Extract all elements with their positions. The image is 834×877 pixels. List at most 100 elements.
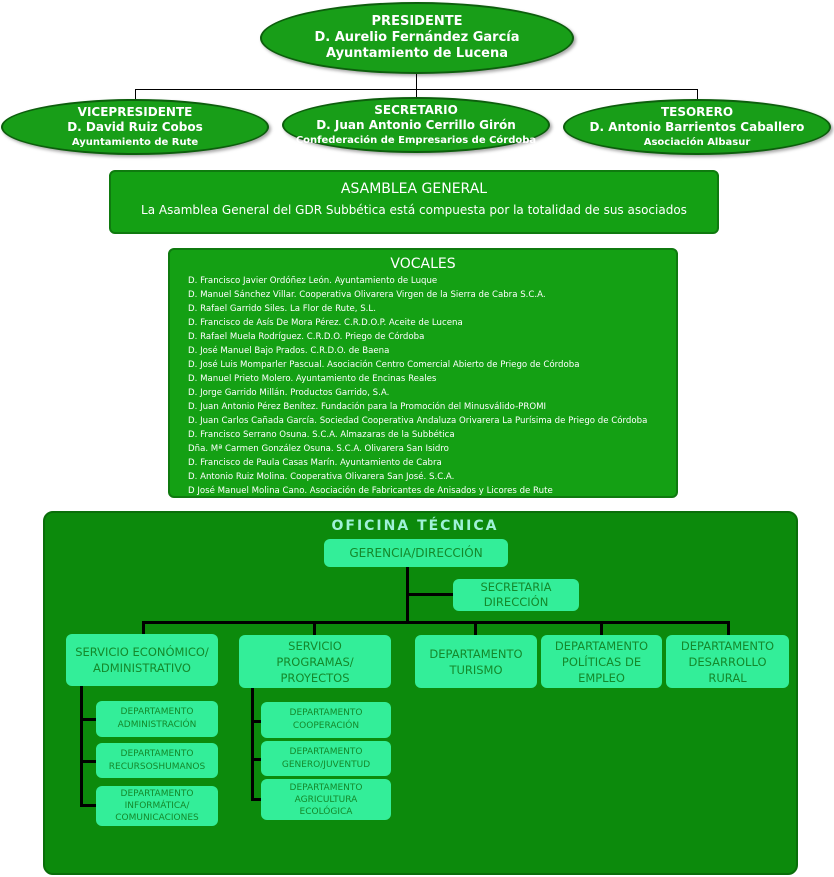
- dep-info-line1: DEPARTAMENTO: [120, 789, 194, 799]
- dep-admin-line2: ADMINISTRACIÓN: [117, 720, 197, 730]
- connector-prog: [313, 621, 316, 635]
- connector-turismo: [474, 621, 477, 635]
- dep-genero-line1: DEPARTAMENTO: [289, 746, 363, 757]
- connector-rrhh: [80, 760, 97, 763]
- connector-admin: [80, 718, 97, 721]
- president-node: PRESIDENTE D. Aurelio Fernández García A…: [260, 2, 574, 74]
- dep-info-box: DEPARTAMENTO INFORMÁTICA/ COMUNICACIONES: [96, 786, 218, 826]
- vicepresident-node: VICEPRESIDENTE D. David Ruiz Cobos Ayunt…: [1, 99, 269, 155]
- vocal-item: D. Rafael Muela Rodríguez. C.R.D.O. Prie…: [188, 332, 425, 342]
- connector-prog-sub: [251, 688, 254, 800]
- oficina-title: OFICINA TÉCNICA: [331, 518, 499, 534]
- gerencia-box: GERENCIA/DIRECCIÓN: [324, 539, 508, 567]
- dep-turismo-box: DEPARTAMENTO TURISMO: [415, 635, 537, 688]
- secretaria-box: SECRETARIA DIRECCIÓN: [453, 579, 579, 611]
- dep-empleo-box: DEPARTAMENTO POLÍTICAS DE EMPLEO: [541, 635, 662, 688]
- connector-genero: [251, 758, 262, 761]
- vocales-box: VOCALES D. Francisco Javier Ordóñez León…: [168, 248, 678, 498]
- servicio-programas-box: SERVICIO PROGRAMAS/ PROYECTOS: [239, 635, 391, 688]
- dep-rural-line3: RURAL: [708, 670, 747, 685]
- vocal-item: D. José Manuel Bajo Prados. C.R.D.O. de …: [188, 346, 390, 356]
- president-name: D. Aurelio Fernández García: [314, 29, 520, 45]
- dep-rural-line1: DEPARTAMENTO: [680, 638, 775, 653]
- dep-genero-line2: GENERO/JUVENTUD: [281, 759, 371, 770]
- servicio-economico-box: SERVICIO ECONÓMICO/ ADMINISTRATIVO: [66, 634, 218, 686]
- connector-services-horizontal: [142, 621, 729, 624]
- connector-tes: [697, 89, 698, 101]
- treasurer-role: TESORERO: [660, 104, 734, 119]
- vocal-item: D. José Luis Momparler Pascual. Asociaci…: [188, 360, 580, 370]
- secretaria-line2: DIRECCIÓN: [483, 595, 549, 609]
- connector-president: [416, 74, 417, 90]
- connector-agri: [251, 798, 262, 801]
- treasurer-org: Asociación Albasur: [643, 136, 751, 148]
- connector-gerencia-main: [406, 593, 409, 623]
- servicio-economico-line1: SERVICIO ECONÓMICO/: [75, 645, 209, 659]
- dep-turismo-line2: TURISMO: [449, 662, 503, 677]
- connector-vp: [135, 89, 136, 101]
- vocales-title: VOCALES: [390, 256, 456, 272]
- vocal-item: D. Antonio Ruiz Molina. Cooperativa Oliv…: [188, 472, 455, 482]
- vocal-item: Dña. Mª Carmen González Osuna. S.C.A. Ol…: [188, 444, 449, 454]
- gerencia-label: GERENCIA/DIRECCIÓN: [349, 546, 483, 560]
- dep-genero-box: DEPARTAMENTO GENERO/JUVENTUD: [261, 741, 391, 776]
- secretaria-line1: SECRETARIA: [480, 580, 552, 594]
- dep-admin-box: DEPARTAMENTO ADMINISTRACIÓN: [96, 701, 218, 737]
- secretary-org: Confederación de Empresarios de Córdoba: [295, 134, 537, 146]
- dep-agri-line2: AGRICULTURA: [294, 794, 358, 805]
- dep-agri-box: DEPARTAMENTO AGRICULTURA ECOLÓGICA: [261, 779, 391, 820]
- vocal-item: D. Manuel Prieto Molero. Ayuntamiento de…: [188, 374, 437, 384]
- vocal-item: D. Jorge Garrido Millán. Productos Garri…: [188, 388, 390, 398]
- assembly-text: La Asamblea General del GDR Subbética es…: [141, 203, 687, 217]
- treasurer-name: D. Antonio Barrientos Caballero: [589, 119, 805, 134]
- connector-eco-sub: [80, 686, 83, 806]
- dep-agri-line3: ECOLÓGICA: [299, 806, 353, 817]
- president-role: PRESIDENTE: [371, 13, 463, 29]
- connector-empleo: [600, 621, 603, 635]
- assembly-title: ASAMBLEA GENERAL: [340, 181, 488, 197]
- servicio-programas-line3: PROYECTOS: [280, 670, 350, 685]
- vicepresident-org: Ayuntamiento de Rute: [71, 136, 199, 148]
- vocal-item: D. Francisco Javier Ordóñez León. Ayunta…: [188, 276, 438, 286]
- vocal-item: D José Manuel Molina Cano. Asociación de…: [188, 486, 553, 496]
- dep-empleo-line1: DEPARTAMENTO: [554, 638, 649, 653]
- dep-admin-line1: DEPARTAMENTO: [120, 707, 194, 717]
- dep-info-line2: INFORMÁTICA/: [124, 801, 190, 811]
- servicio-programas-line2: PROGRAMAS/: [276, 654, 354, 669]
- vocal-item: D. Francisco de Asís De Mora Pérez. C.R.…: [188, 318, 463, 328]
- connector-secretaria: [406, 593, 454, 596]
- vicepresident-role: VICEPRESIDENTE: [77, 104, 193, 119]
- servicio-programas-line1: SERVICIO: [288, 638, 342, 653]
- connector-coop: [251, 720, 262, 723]
- treasurer-node: TESORERO D. Antonio Barrientos Caballero…: [563, 99, 831, 155]
- connector-gerencia-down: [406, 567, 409, 595]
- dep-rrhh-line2: RECURSOSHUMANOS: [108, 761, 206, 772]
- vicepresident-name: D. David Ruiz Cobos: [67, 119, 203, 134]
- dep-turismo-line1: DEPARTAMENTO: [429, 646, 523, 661]
- connector-info: [80, 804, 97, 807]
- vocal-item: D. Juan Antonio Pérez Benítez. Fundación…: [188, 402, 547, 412]
- vocales-list: D. Francisco Javier Ordóñez León. Ayunta…: [188, 274, 676, 498]
- dep-empleo-line2: POLÍTICAS DE: [561, 654, 642, 669]
- vocal-item: D. Manuel Sánchez Villar. Cooperativa Ol…: [188, 290, 546, 300]
- servicio-economico-line2: ADMINISTRATIVO: [93, 661, 191, 675]
- dep-rrhh-box: DEPARTAMENTO RECURSOSHUMANOS: [96, 743, 218, 778]
- connector-rural: [727, 621, 730, 635]
- president-org: Ayuntamiento de Lucena: [325, 46, 509, 62]
- dep-empleo-line3: EMPLEO: [578, 670, 625, 685]
- secretary-node: SECRETARIO D. Juan Antonio Cerrillo Giró…: [282, 97, 550, 153]
- dep-coop-line2: COOPERACIÓN: [292, 721, 360, 731]
- connector-sec: [416, 89, 417, 99]
- secretary-name: D. Juan Antonio Cerrillo Girón: [316, 117, 516, 132]
- dep-agri-line1: DEPARTAMENTO: [289, 782, 363, 793]
- dep-coop-line1: DEPARTAMENTO: [289, 708, 363, 718]
- dep-coop-box: DEPARTAMENTO COOPERACIÓN: [261, 702, 391, 738]
- connector-eco: [142, 621, 145, 635]
- secretary-role: SECRETARIO: [374, 102, 458, 117]
- vocal-item: D. Francisco Serrano Osuna. S.C.A. Almaz…: [188, 430, 455, 440]
- dep-info-line3: COMUNICACIONES: [115, 813, 199, 823]
- vocal-item: D. Juan Carlos Cañada García. Sociedad C…: [188, 416, 648, 426]
- dep-rrhh-line1: DEPARTAMENTO: [120, 748, 194, 759]
- dep-rural-line2: DESARROLLO: [688, 654, 767, 669]
- assembly-box: ASAMBLEA GENERAL La Asamblea General del…: [109, 170, 719, 234]
